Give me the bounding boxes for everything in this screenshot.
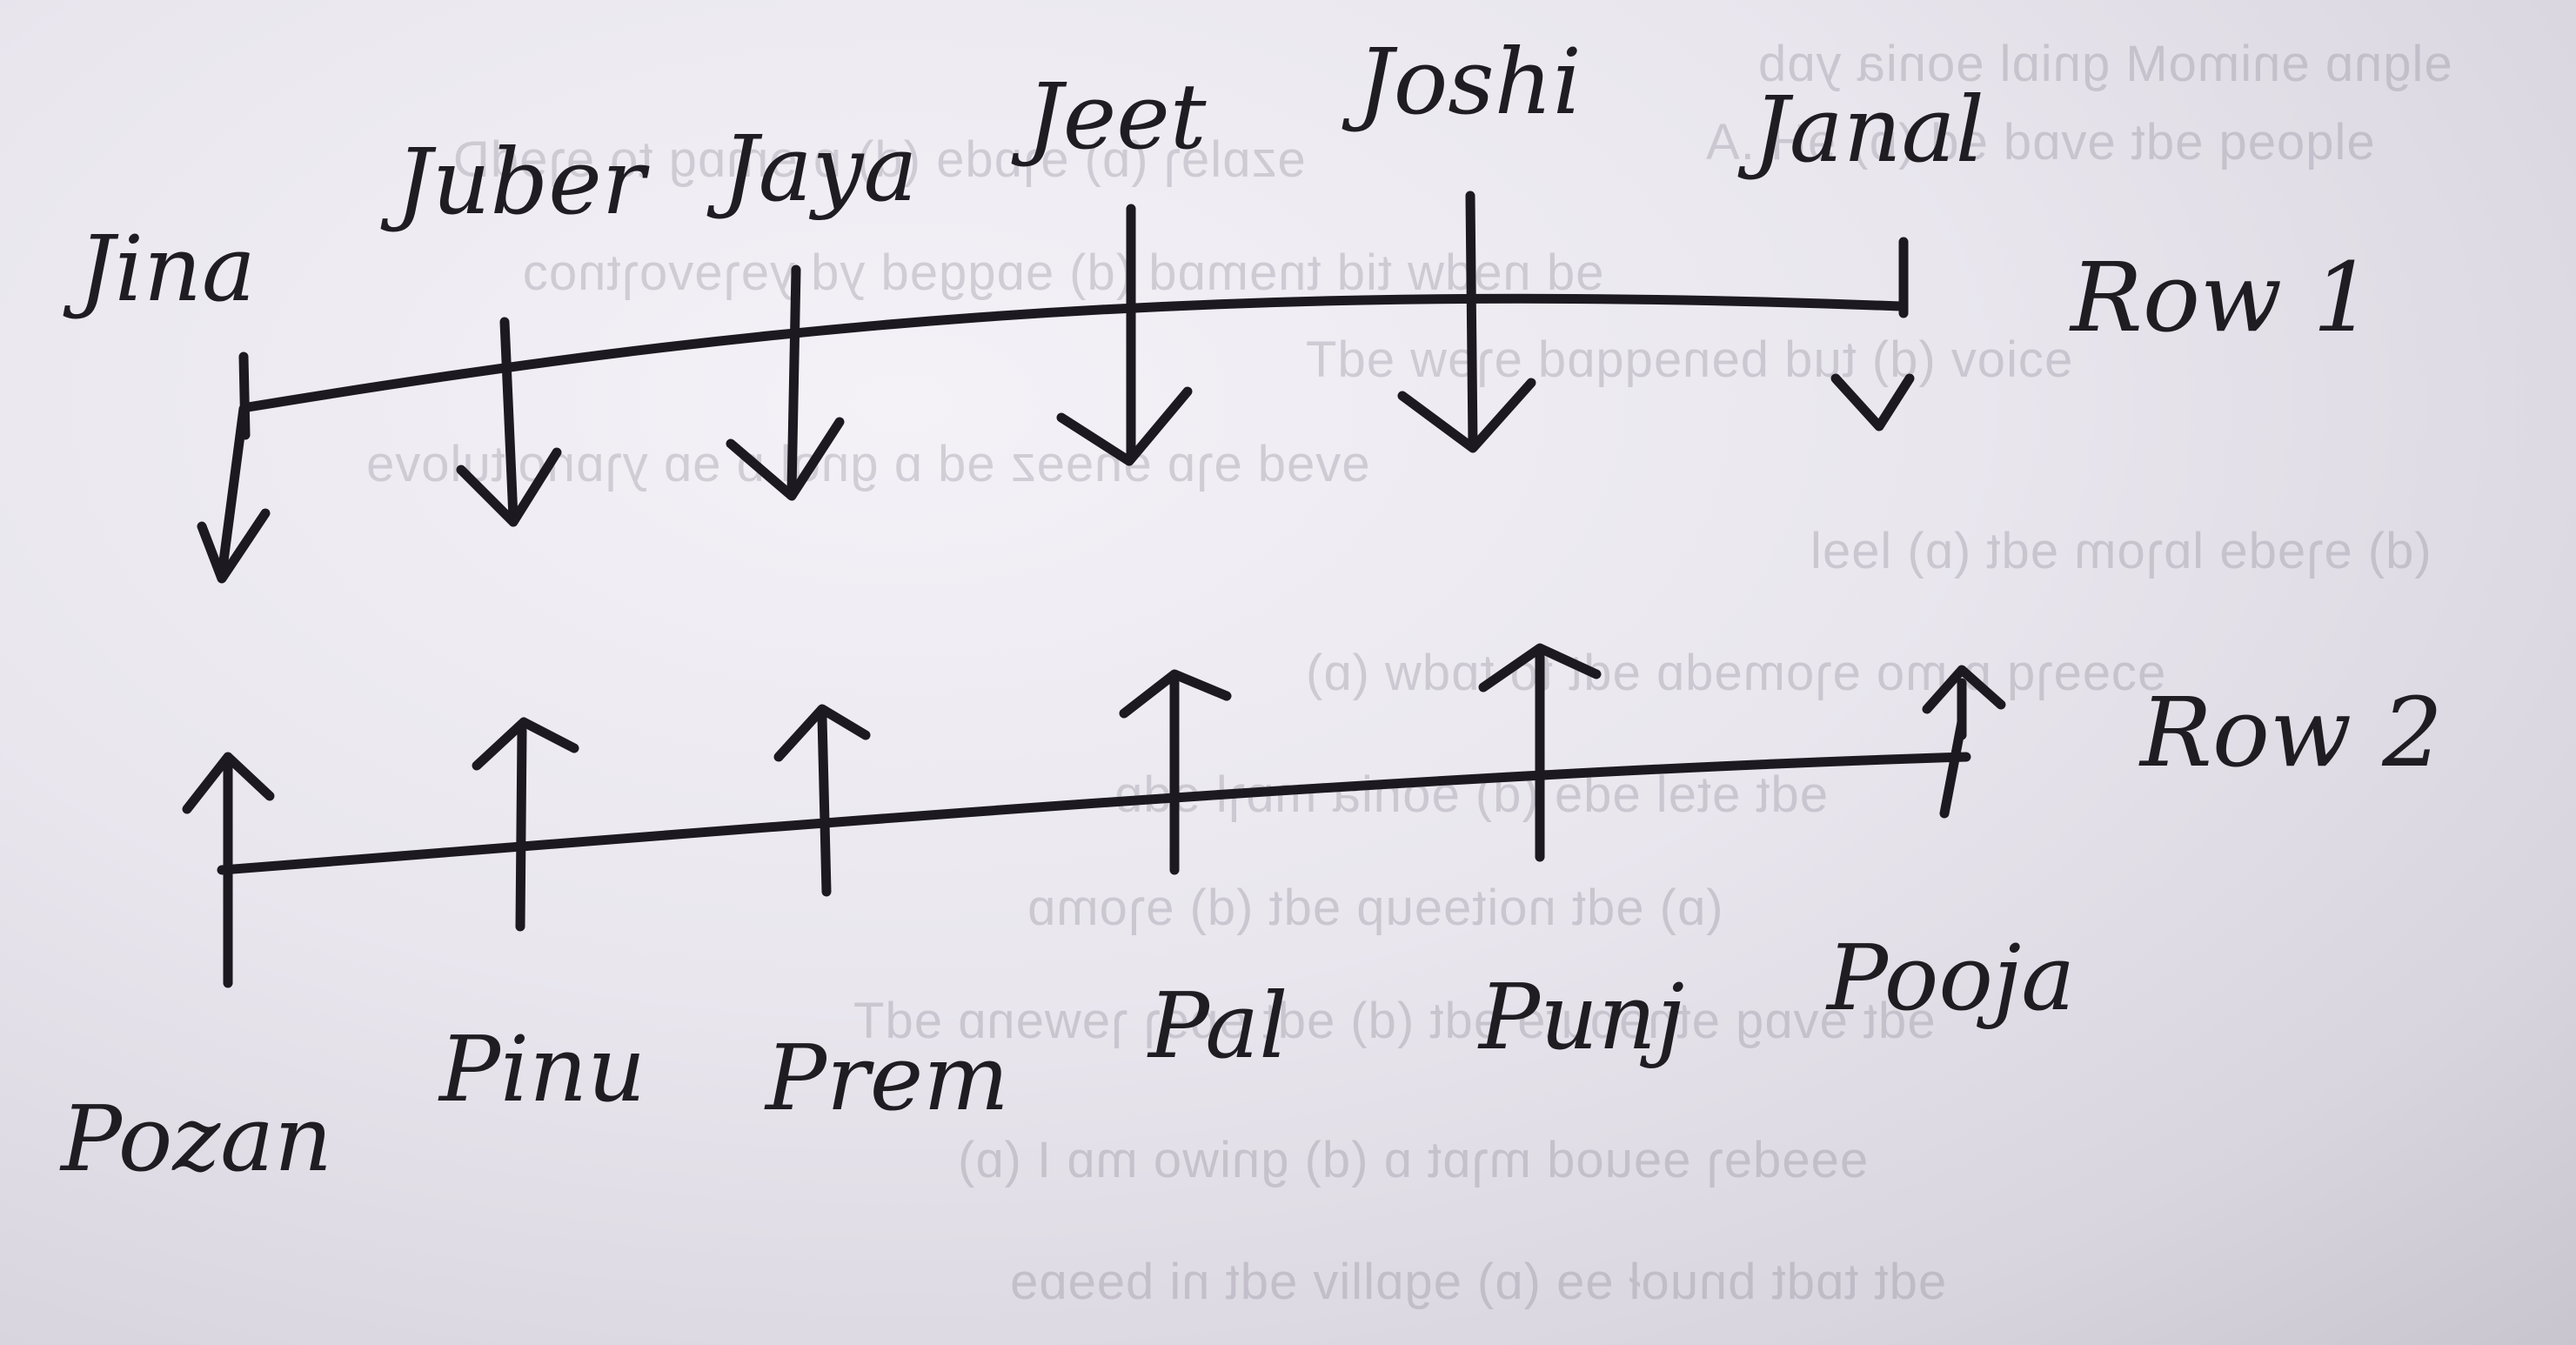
row2-arrow-pinu bbox=[472, 717, 579, 932]
row2-arrow-pooja bbox=[1922, 665, 2006, 740]
row1-name-6: Janal bbox=[1737, 77, 1984, 183]
row1-arrow-jina bbox=[197, 404, 271, 584]
row1-arrow-jaya bbox=[726, 264, 845, 501]
row1-name-4: Jeet bbox=[1011, 64, 1207, 170]
row1-arrow-jeet bbox=[1056, 204, 1193, 466]
row2-name-2: Pinu bbox=[438, 1016, 646, 1122]
row2-name-4: Pal bbox=[1147, 973, 1288, 1079]
row2-name-3: Prem bbox=[764, 1025, 1009, 1131]
row2-name-5: Punj bbox=[1477, 964, 1684, 1070]
row1-arrow-janal bbox=[1830, 373, 1915, 432]
row1-name-2: Juber bbox=[380, 129, 650, 235]
row2-name-1: Pozan bbox=[59, 1086, 332, 1192]
row2-arrow-pal bbox=[1119, 669, 1232, 875]
row1-arrow-joshi bbox=[1397, 191, 1536, 453]
row1-name-5: Joshi bbox=[1342, 29, 1582, 135]
row2-arrow-prem bbox=[773, 704, 871, 897]
row1-name-1: Jina bbox=[63, 216, 256, 322]
row2-line bbox=[217, 752, 1971, 875]
row1-label: Row 1 bbox=[2069, 242, 2373, 353]
row1-name-3: Jaya bbox=[706, 116, 917, 222]
row1-line bbox=[243, 293, 1906, 412]
row2-arrow-punj bbox=[1478, 643, 1602, 862]
row1-arrow-juber bbox=[456, 317, 562, 527]
row2-arrow-pozan bbox=[182, 752, 275, 988]
row2-name-6: Pooja bbox=[1825, 925, 2075, 1031]
row2-label: Row 2 bbox=[2138, 677, 2443, 788]
